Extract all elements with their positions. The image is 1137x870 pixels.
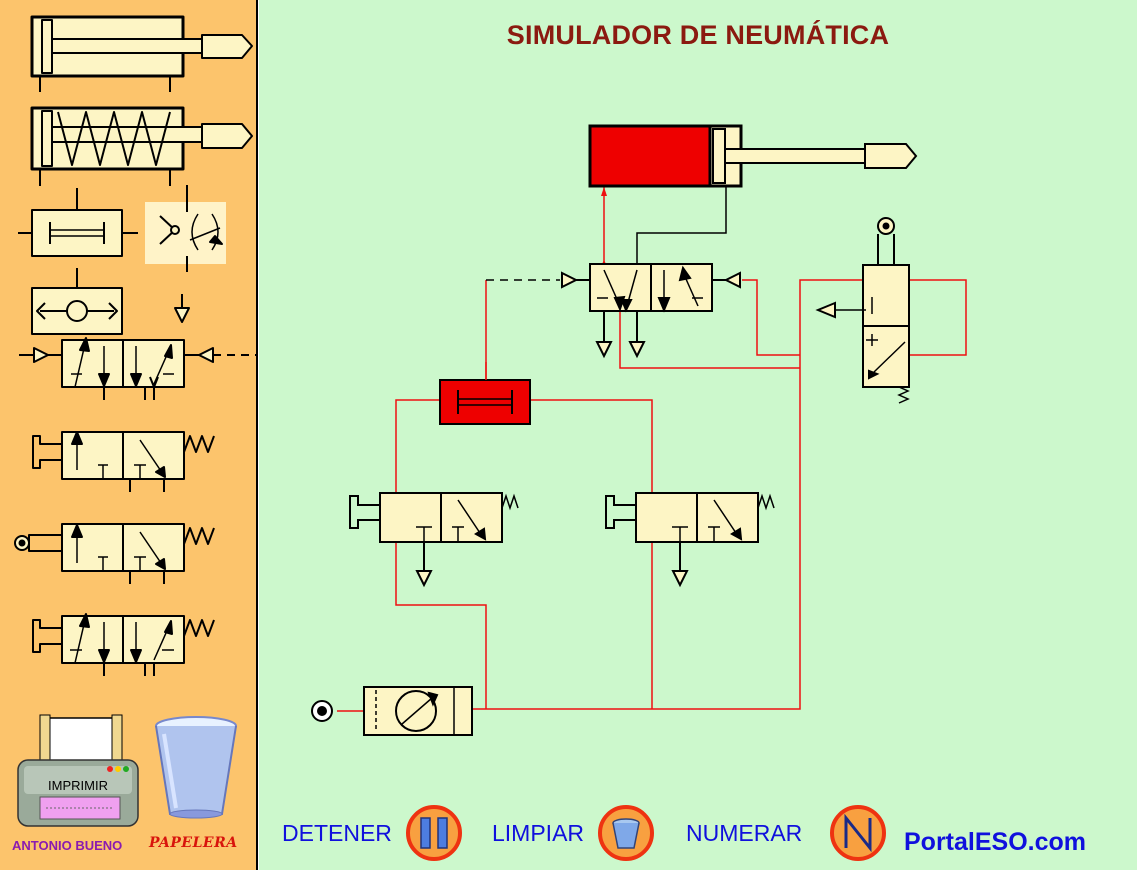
trash-label: PAPELERA <box>149 835 238 851</box>
limit-valve-roller[interactable] <box>815 217 910 404</box>
clear-label[interactable]: LIMPIAR <box>492 820 585 846</box>
flow-control-valve-tool[interactable] <box>145 185 226 272</box>
author-label: ANTONIO BUENO <box>12 838 123 853</box>
signal-lines <box>486 187 727 281</box>
shuttle-valve[interactable] <box>439 362 531 425</box>
valve-5-2-pilot-tool[interactable] <box>19 337 258 400</box>
pushbutton-valve-left[interactable] <box>349 492 519 588</box>
brand-link[interactable]: PortalESO.com <box>904 828 1086 856</box>
trash-bin-icon[interactable] <box>155 716 237 819</box>
main-valve-5-2[interactable] <box>561 263 741 359</box>
print-label: IMPRIMIR <box>48 778 108 793</box>
palette-graphics: IMPRIMIR <box>14 15 258 827</box>
double-acting-cylinder-tool[interactable] <box>30 15 253 92</box>
stop-button[interactable] <box>406 805 462 861</box>
component-palette: IMPRIMIR ANTONIO BUENO PAPELERA <box>0 0 258 870</box>
valve-5-2-pushbutton-tool[interactable] <box>32 613 215 676</box>
shuttle-valve-tool[interactable] <box>18 188 138 257</box>
compressor-tool[interactable] <box>31 268 123 335</box>
pushbutton-valve-right[interactable] <box>605 492 775 588</box>
print-button[interactable] <box>17 714 139 827</box>
single-acting-cylinder-tool[interactable] <box>30 106 253 186</box>
stop-label[interactable]: DETENER <box>282 820 392 846</box>
pressure-source[interactable] <box>311 686 473 736</box>
number-label[interactable]: NUMERAR <box>686 820 803 846</box>
main-cylinder[interactable] <box>588 124 918 188</box>
valve-3-2-pushbutton-tool[interactable] <box>32 431 215 492</box>
circuit-diagram <box>311 124 967 861</box>
page-title: SIMULADOR DE NEUMÁTICA <box>506 20 890 50</box>
exhaust-tool[interactable] <box>174 294 190 323</box>
valve-3-2-roller-tool[interactable] <box>14 523 215 584</box>
circuit-canvas[interactable]: SIMULADOR DE NEUMÁTICA <box>259 0 1137 870</box>
clear-button[interactable] <box>598 805 654 861</box>
pressure-arrows <box>391 187 911 506</box>
number-button[interactable] <box>830 805 886 861</box>
